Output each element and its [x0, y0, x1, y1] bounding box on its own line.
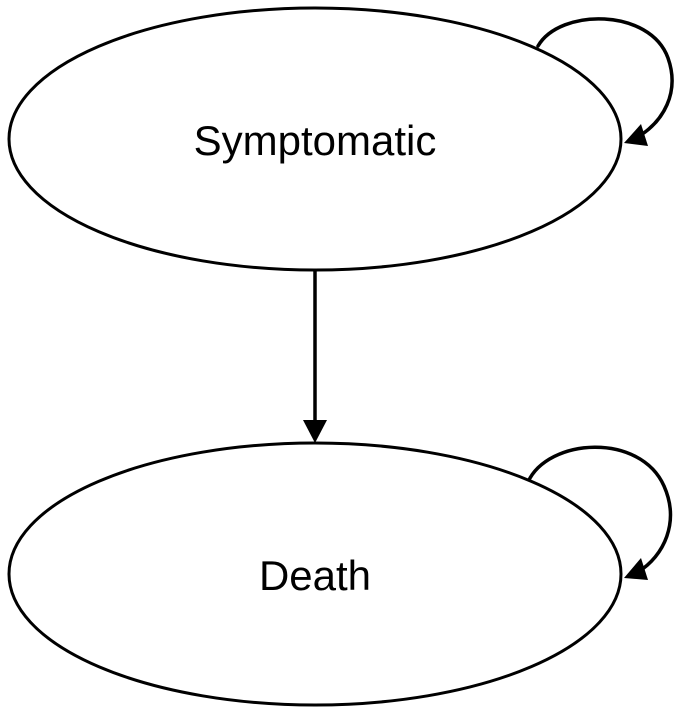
self-loop-death-arrowhead — [624, 558, 648, 580]
state-death: Death — [7, 441, 623, 707]
state-death-ellipse — [7, 441, 623, 707]
state-death-label: Death — [259, 552, 371, 599]
state-symptomatic: Symptomatic — [7, 6, 623, 272]
state-symptomatic-label: Symptomatic — [194, 117, 437, 164]
state-symptomatic-ellipse — [7, 6, 623, 272]
transition-symptomatic-to-death-arrowhead — [303, 420, 327, 443]
self-loop-symptomatic-arrowhead — [624, 124, 648, 146]
self-loop-death — [526, 445, 673, 574]
self-loop-symptomatic — [536, 17, 674, 140]
